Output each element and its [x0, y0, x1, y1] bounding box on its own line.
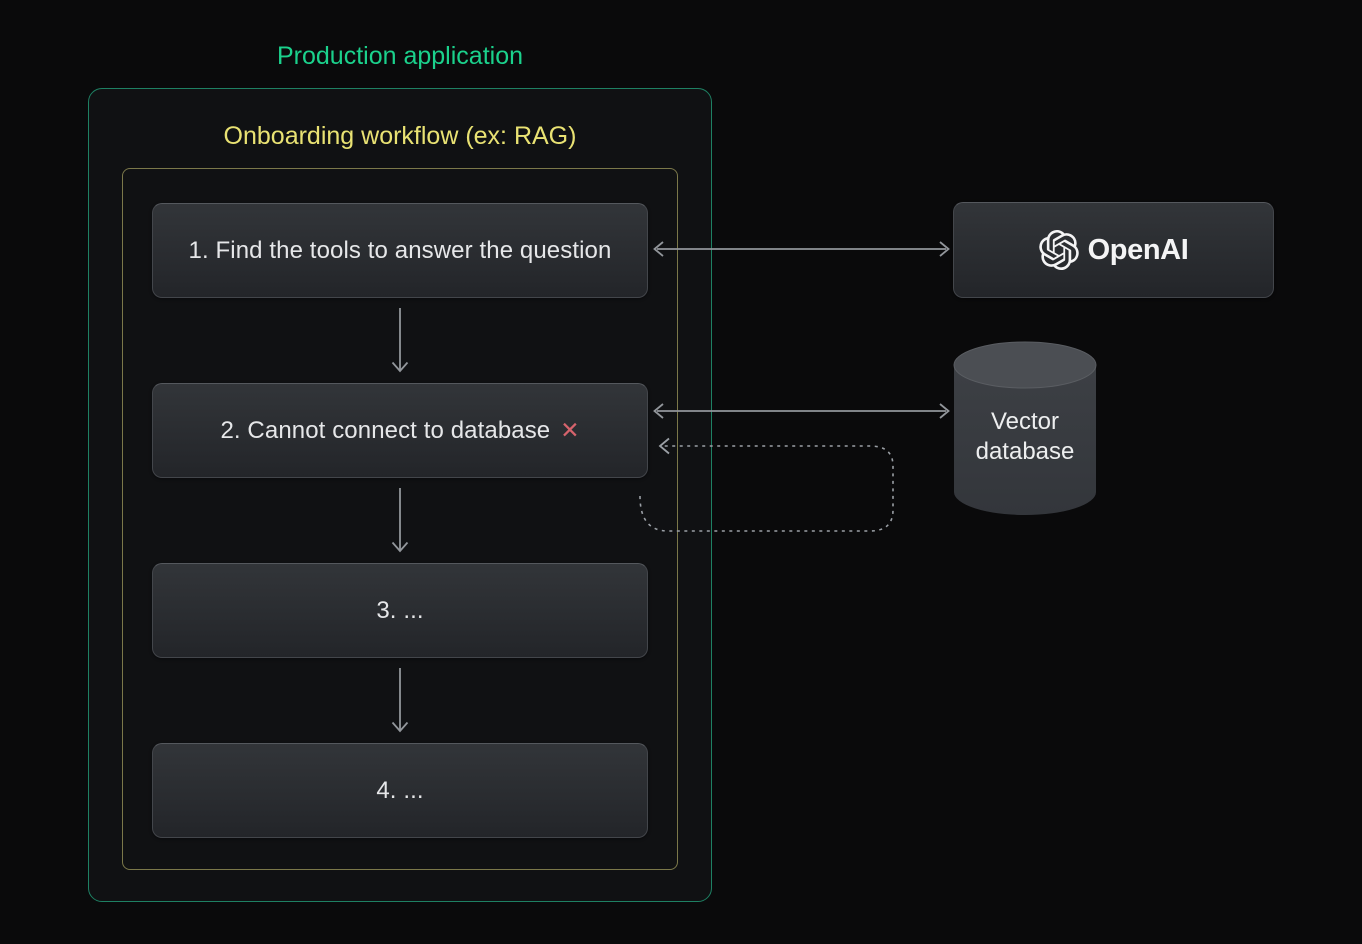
database-cylinder-icon [953, 341, 1097, 515]
production-application-label: Production application [277, 42, 523, 70]
onboarding-workflow-label: Onboarding workflow (ex: RAG) [223, 122, 577, 150]
step-2-box: 2. Cannot connect to database ✕ [152, 383, 648, 478]
openai-logo-icon [1038, 230, 1079, 270]
error-x-icon: ✕ [560, 417, 580, 443]
step-3-box: 3. ... [152, 563, 648, 658]
vector-database-cylinder: Vector database [953, 341, 1097, 516]
step-1-label: 1. Find the tools to answer the question [188, 236, 612, 264]
step-4-box: 4. ... [152, 743, 648, 838]
step-1-box: 1. Find the tools to answer the question [152, 203, 648, 298]
openai-label: OpenAI [1087, 233, 1189, 266]
step-2-label: 2. Cannot connect to database [220, 416, 551, 444]
vector-database-label: Vector database [975, 408, 1075, 465]
openai-box: OpenAI [953, 202, 1274, 298]
step-4-label: 4. ... [376, 776, 424, 804]
step-3-label: 3. ... [376, 596, 424, 624]
